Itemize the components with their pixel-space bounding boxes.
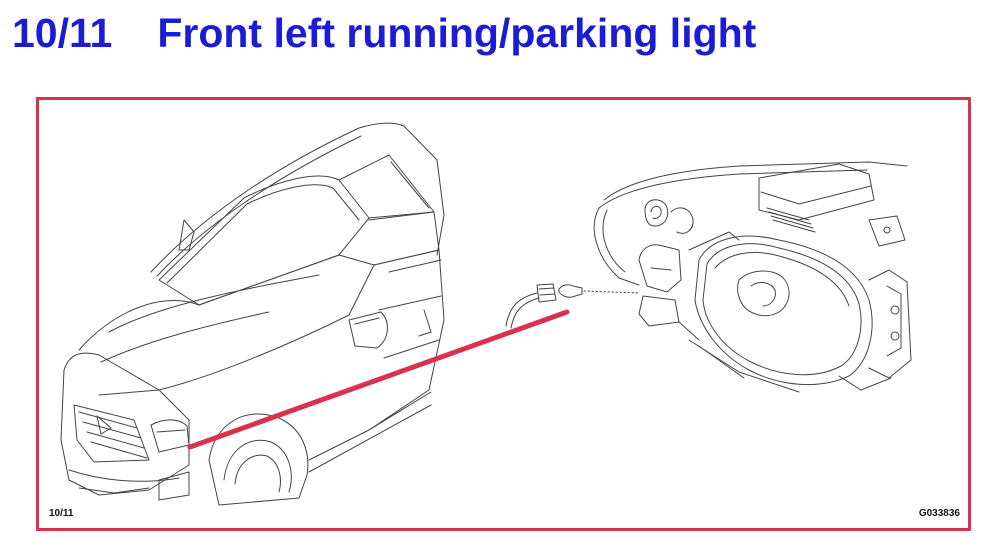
- figure-code: G033836: [918, 508, 960, 519]
- page-title: 10/11 Front left running/parking light: [12, 8, 756, 58]
- pointer-line: [187, 309, 570, 450]
- step-number: 10/11: [12, 10, 113, 56]
- illustration: [60, 122, 912, 506]
- headlamp-illustration: [593, 161, 912, 393]
- step-title: Front left running/parking light: [157, 10, 757, 56]
- car-illustration: [60, 122, 445, 506]
- illustration-frame: 10/11 G033836: [36, 97, 971, 531]
- bulb-holder-illustration: [505, 283, 640, 329]
- step-label: 10/11: [49, 508, 74, 519]
